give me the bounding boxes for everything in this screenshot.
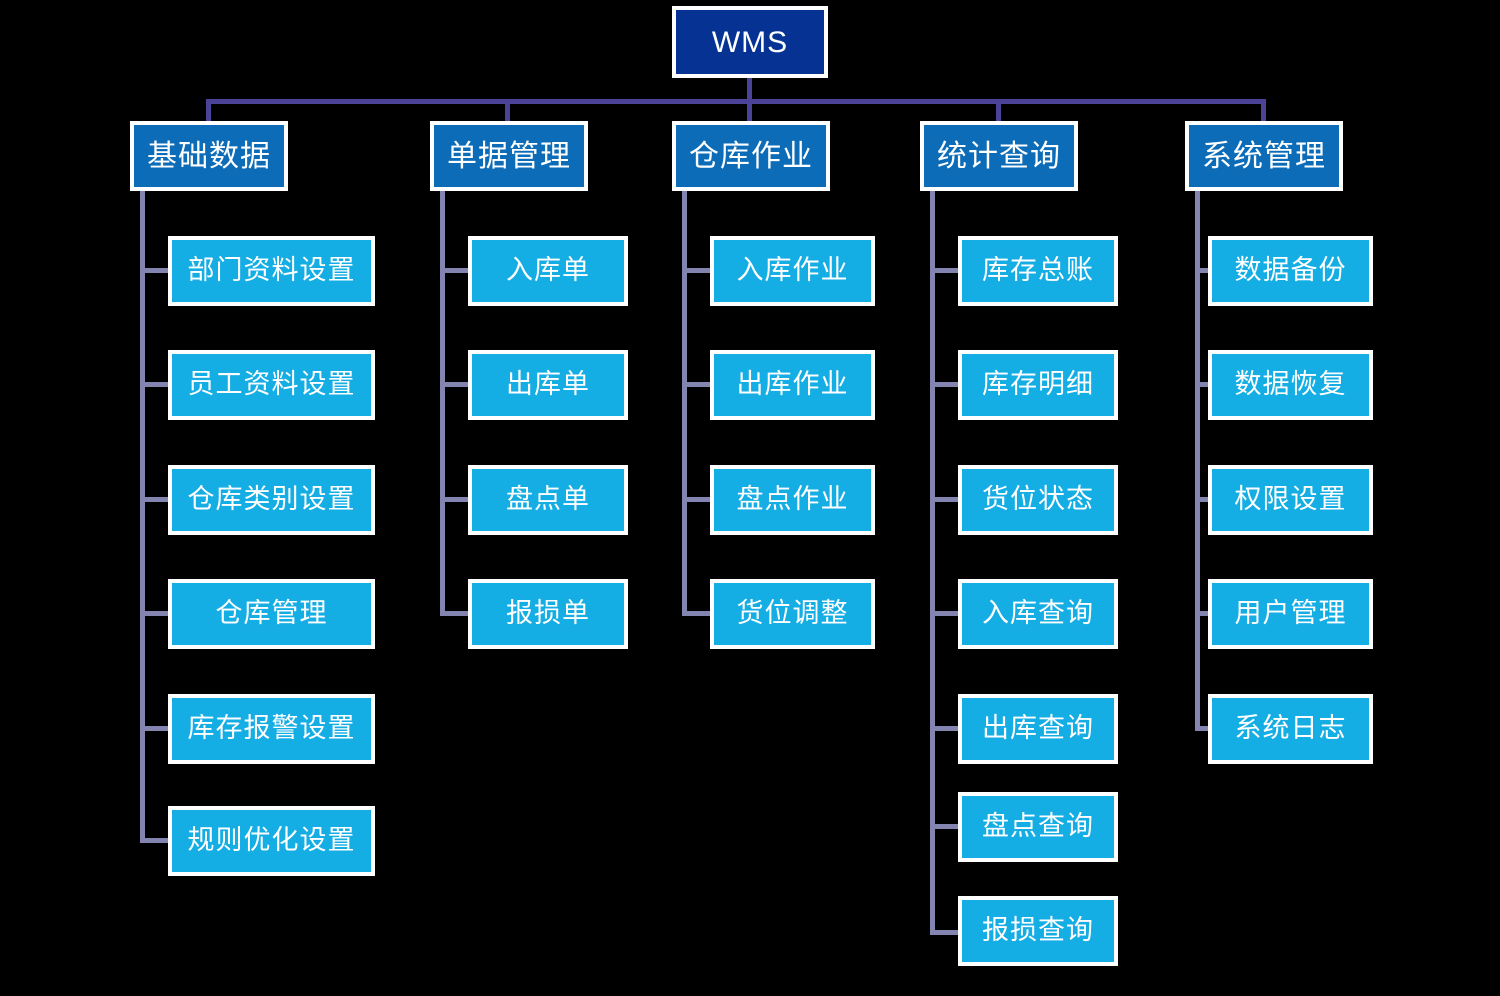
node-branch-4-child-7[interactable]: 报损查询 — [958, 896, 1118, 966]
node-branch-1-child-5[interactable]: 库存报警设置 — [168, 694, 375, 764]
node-branch-4-child-1[interactable]: 库存总账 — [958, 236, 1118, 306]
node-branch-5-child-3[interactable]: 权限设置 — [1208, 465, 1373, 535]
node-branch-1[interactable]: 基础数据 — [130, 121, 288, 191]
connector-branch-3-stub-4 — [682, 611, 710, 616]
connector-branch-4-stub-6 — [930, 824, 958, 829]
node-branch-4[interactable]: 统计查询 — [920, 121, 1078, 191]
connector-branch-2-trunk — [440, 191, 445, 616]
connector-branch-1-stub-1 — [140, 268, 168, 273]
node-branch-3-child-4[interactable]: 货位调整 — [710, 579, 875, 649]
node-branch-4-child-3[interactable]: 货位状态 — [958, 465, 1118, 535]
connector-branch-1-stub-2 — [140, 382, 168, 387]
connector-root-to-branch-1 — [206, 99, 211, 121]
connector-branch-2-stub-3 — [440, 497, 468, 502]
connector-branch-4-trunk — [930, 191, 935, 935]
connector-branch-4-stub-3 — [930, 497, 958, 502]
node-branch-5-child-5[interactable]: 系统日志 — [1208, 694, 1373, 764]
node-branch-3-child-3[interactable]: 盘点作业 — [710, 465, 875, 535]
connector-root-to-branch-3 — [747, 99, 752, 121]
connector-branch-2-stub-1 — [440, 268, 468, 273]
node-branch-1-child-6[interactable]: 规则优化设置 — [168, 806, 375, 876]
node-branch-3-child-2[interactable]: 出库作业 — [710, 350, 875, 420]
connector-branch-1-stub-5 — [140, 726, 168, 731]
connector-branch-4-stub-2 — [930, 382, 958, 387]
node-branch-4-child-5[interactable]: 出库查询 — [958, 694, 1118, 764]
connector-root-to-branch-4 — [996, 99, 1001, 121]
connector-branch-4-stub-1 — [930, 268, 958, 273]
node-branch-3-child-1[interactable]: 入库作业 — [710, 236, 875, 306]
node-branch-1-child-4[interactable]: 仓库管理 — [168, 579, 375, 649]
node-branch-2-child-3[interactable]: 盘点单 — [468, 465, 628, 535]
connector-branch-4-stub-5 — [930, 726, 958, 731]
connector-branch-5-trunk — [1195, 191, 1200, 731]
node-branch-1-child-1[interactable]: 部门资料设置 — [168, 236, 375, 306]
node-branch-2-child-4[interactable]: 报损单 — [468, 579, 628, 649]
node-branch-2-child-2[interactable]: 出库单 — [468, 350, 628, 420]
connector-branch-3-stub-3 — [682, 497, 710, 502]
node-branch-1-child-3[interactable]: 仓库类别设置 — [168, 465, 375, 535]
node-branch-5-child-1[interactable]: 数据备份 — [1208, 236, 1373, 306]
node-branch-4-child-2[interactable]: 库存明细 — [958, 350, 1118, 420]
node-branch-5-child-2[interactable]: 数据恢复 — [1208, 350, 1373, 420]
node-branch-1-child-2[interactable]: 员工资料设置 — [168, 350, 375, 420]
connector-branch-4-stub-7 — [930, 930, 958, 935]
node-branch-5-child-4[interactable]: 用户管理 — [1208, 579, 1373, 649]
connector-branch-1-stub-6 — [140, 838, 168, 843]
connector-root-bus — [206, 99, 1266, 104]
node-root-wms[interactable]: WMS — [672, 6, 828, 78]
connector-branch-3-stub-1 — [682, 268, 710, 273]
connector-root-to-branch-5 — [1261, 99, 1266, 121]
node-branch-3[interactable]: 仓库作业 — [672, 121, 830, 191]
node-branch-2-child-1[interactable]: 入库单 — [468, 236, 628, 306]
connector-branch-1-trunk — [140, 191, 145, 843]
connector-branch-1-stub-3 — [140, 497, 168, 502]
connector-branch-4-stub-4 — [930, 611, 958, 616]
connector-root-to-branch-2 — [505, 99, 510, 121]
connector-root-stem — [747, 78, 752, 101]
node-branch-2[interactable]: 单据管理 — [430, 121, 588, 191]
node-branch-5[interactable]: 系统管理 — [1185, 121, 1343, 191]
connector-branch-2-stub-2 — [440, 382, 468, 387]
connector-branch-2-stub-4 — [440, 611, 468, 616]
node-branch-4-child-4[interactable]: 入库查询 — [958, 579, 1118, 649]
connector-branch-1-stub-4 — [140, 611, 168, 616]
connector-branch-3-trunk — [682, 191, 687, 616]
connector-branch-3-stub-2 — [682, 382, 710, 387]
node-branch-4-child-6[interactable]: 盘点查询 — [958, 792, 1118, 862]
